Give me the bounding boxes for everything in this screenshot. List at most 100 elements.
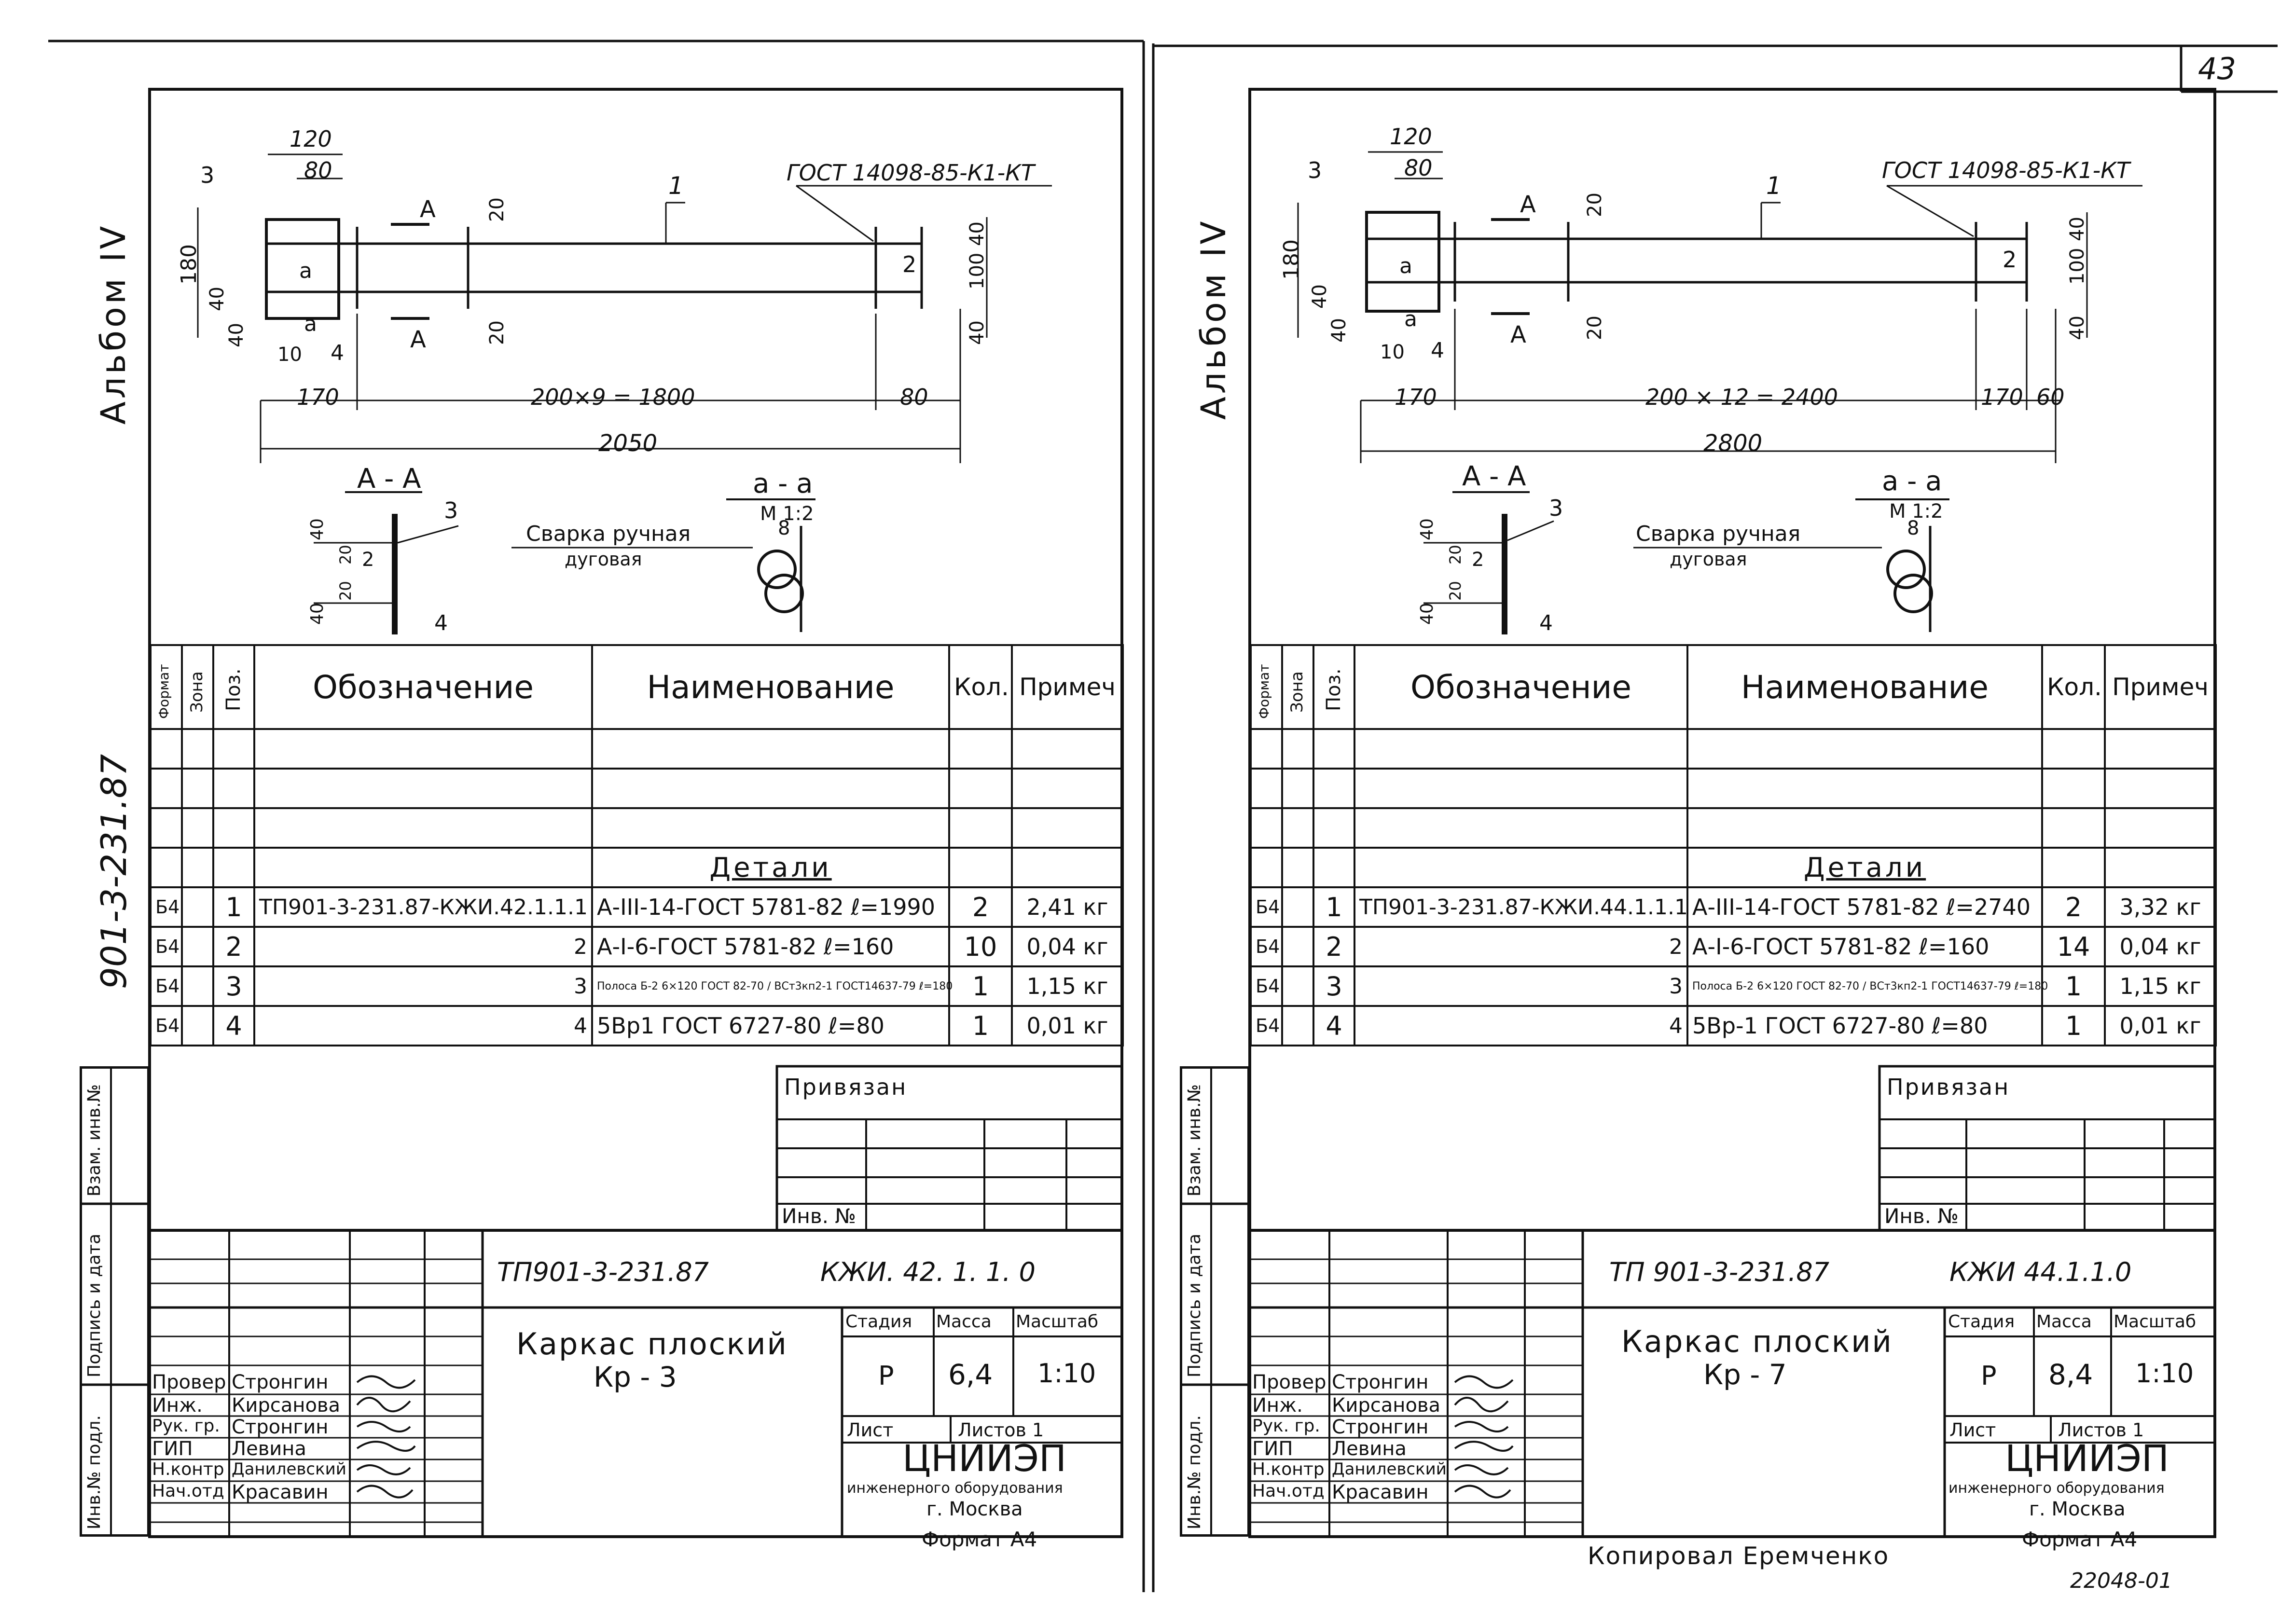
- drawing-title-2: Кр - 7: [1703, 1358, 1787, 1391]
- row-name: А-I-6-ГОСТ 5781-82 ℓ=160: [591, 926, 950, 967]
- spec-section-title: Детали: [591, 847, 950, 888]
- row-name: А-I-6-ГОСТ 5781-82 ℓ=160: [1686, 926, 2043, 967]
- section-aa-pos2: 2: [362, 549, 374, 571]
- row-designation: ТП901-3-231.87-КЖИ.42.1.1.1: [253, 886, 593, 928]
- org-name: ЦНИИЭП: [902, 1437, 1067, 1480]
- hdr-designation: Обозначение: [253, 644, 593, 730]
- person-name: Стронгин: [1332, 1416, 1429, 1438]
- scale-value: 1:10: [2135, 1358, 2194, 1389]
- person-name: Левина: [1332, 1438, 1407, 1460]
- spec-table: Формат Зона Поз. Обозначение Наименовани…: [1250, 644, 2217, 1046]
- row-format: Б4: [150, 926, 183, 967]
- pos-1-label: 1: [668, 172, 684, 200]
- row-pos: 2: [1313, 926, 1355, 967]
- scale-value: 1:10: [1037, 1358, 1096, 1389]
- pos-1-label: 1: [1766, 172, 1782, 200]
- row-pos: 2: [212, 926, 255, 967]
- sheets-header: Листов 1: [2058, 1419, 2144, 1441]
- person-name: Данилевский: [232, 1459, 346, 1479]
- section-A-top: А: [1520, 191, 1536, 218]
- dim-top-80: 80: [304, 157, 332, 183]
- hdr-name: Наименование: [1686, 644, 2043, 730]
- node-a-label: a: [1399, 254, 1412, 278]
- person-name: Стронгин: [232, 1371, 329, 1393]
- dim-170-right: 170: [1981, 384, 2023, 410]
- table-row: Б4 3 3 Полоса Б-2 6×120 ГОСТ 82-70 / ВСт…: [1250, 965, 2217, 1007]
- stage-value: Р: [1981, 1361, 1997, 1391]
- node-a-label: a: [299, 259, 312, 283]
- spec-empty-row: [1250, 768, 2217, 809]
- sheet-2: Альбом IV 120: [1153, 0, 2280, 1624]
- dim-170: 170: [1395, 384, 1437, 410]
- person-name: Красавин: [1332, 1481, 1429, 1503]
- pos-2-label: 2: [2003, 247, 2017, 273]
- stage-value: Р: [878, 1361, 894, 1391]
- scale-header: Масштаб: [2114, 1312, 2197, 1332]
- spec-header-row: Формат Зона Поз. Обозначение Наименовани…: [150, 644, 1124, 730]
- row-qty: 1: [948, 965, 1013, 1007]
- section-A-bottom: А: [1510, 321, 1526, 348]
- project-code: ТП901-3-231.87: [497, 1257, 709, 1287]
- section-aa-pos3: 3: [444, 497, 458, 523]
- section-aa-title: А - А: [1462, 461, 1526, 492]
- row-note: 1,15 кг: [1011, 965, 1124, 1007]
- strip-podpis: Подпись и дата: [1185, 1233, 1204, 1377]
- copied-by: Копировал Еремченко: [1588, 1542, 1890, 1570]
- row-designation: 3: [1354, 965, 1688, 1007]
- drawing-code: КЖИ 44.1.1.0: [1949, 1257, 2132, 1287]
- person-name: Стронгин: [1332, 1371, 1429, 1393]
- row-format: Б4: [1250, 1005, 1283, 1046]
- pos-3-label: 3: [200, 162, 215, 188]
- row-pos: 1: [212, 886, 255, 928]
- spec-header-row: Формат Зона Поз. Обозначение Наименовани…: [1250, 644, 2217, 730]
- strip-inv: Инв.№ подл.: [1185, 1415, 1204, 1529]
- mass-value: 8,4: [2048, 1358, 2093, 1391]
- org-city: г. Москва: [2029, 1498, 2126, 1520]
- row-qty: 1: [2041, 1005, 2106, 1046]
- row-format: Б4: [1250, 926, 1283, 967]
- dim-80: 80: [900, 384, 928, 410]
- section-A-top: А: [420, 196, 436, 223]
- weld-detail-title: а - а: [753, 468, 813, 499]
- dim-170: 170: [297, 384, 339, 410]
- person-role: Провер: [1252, 1371, 1327, 1393]
- weld-gost: ГОСТ 14098-85-К1-КТ: [1882, 157, 2130, 183]
- mass-value: 6,4: [948, 1358, 993, 1391]
- person-role: Н.контр: [152, 1459, 224, 1479]
- table-row: Б4 3 3 Полоса Б-2 6×120 ГОСТ 82-70 / ВСт…: [150, 965, 1124, 1007]
- project-code: ТП 901-3-231.87: [1609, 1257, 1830, 1287]
- row-note: 0,04 кг: [2104, 926, 2217, 967]
- dim-total: 2800: [1703, 430, 1763, 457]
- inv-no-label: Инв. №: [1884, 1204, 1959, 1228]
- row-designation: 4: [1354, 1005, 1688, 1046]
- spec-section-title: Детали: [1686, 847, 2043, 888]
- left-strip-lines: [1180, 1065, 2216, 1538]
- row-qty: 14: [2041, 926, 2106, 967]
- weld-type-line2: дуговая: [565, 549, 642, 570]
- person-name: Данилевский: [1332, 1459, 1447, 1479]
- person-name: Левина: [232, 1438, 306, 1460]
- dim-total: 2050: [598, 430, 658, 457]
- row-note: 2,41 кг: [1011, 886, 1124, 928]
- row-name: 5Вр1 ГОСТ 6727-80 ℓ=80: [591, 1005, 950, 1046]
- dim-10: 10: [1380, 341, 1405, 363]
- dim-10: 10: [277, 344, 302, 366]
- hdr-name: Наименование: [591, 644, 950, 730]
- row-qty: 10: [948, 926, 1013, 967]
- org-subtitle: инженерного оборудования: [847, 1480, 1063, 1497]
- dim-top-120: 120: [290, 126, 332, 152]
- spec-table: Формат Зона Поз. Обозначение Наименовани…: [150, 644, 1124, 1046]
- sheets-header: Листов 1: [958, 1419, 1044, 1441]
- person-name: Кирсанова: [232, 1394, 340, 1417]
- weld-type-line1: Сварка ручная: [1636, 522, 1801, 546]
- org-city: г. Москва: [926, 1498, 1023, 1520]
- row-name: Полоса Б-2 6×120 ГОСТ 82-70 / ВСт3кп2-1 …: [1686, 965, 2048, 1007]
- row-pos: 4: [212, 1005, 255, 1046]
- row-format: Б4: [150, 1005, 183, 1046]
- privyazan-label: Привязан: [784, 1074, 908, 1100]
- row-pos: 4: [1313, 1005, 1355, 1046]
- row-pos: 3: [1313, 965, 1355, 1007]
- section-A-bottom: А: [410, 326, 426, 353]
- row-qty: 1: [2041, 965, 2106, 1007]
- dim-span: 200×9 = 1800: [531, 384, 695, 410]
